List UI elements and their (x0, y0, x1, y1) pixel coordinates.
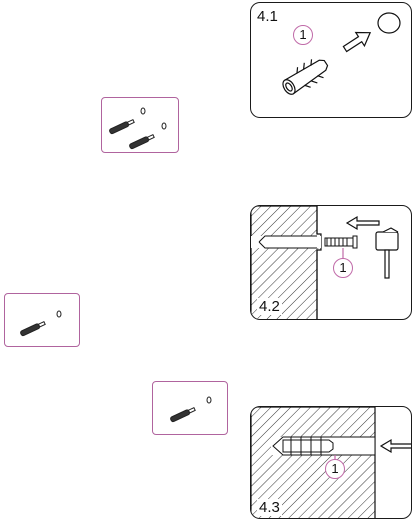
wall-plug-icon (109, 107, 167, 150)
step-4-1-panel: 4.1 1 (250, 2, 412, 118)
step-number: 4.1 (257, 8, 278, 25)
step-number: 4.2 (257, 298, 282, 315)
insert-dowel-illustration (282, 12, 401, 95)
step-4-3-panel: 4.3 1 (250, 406, 412, 519)
part-callout: 1 (325, 459, 345, 479)
step-4-2-panel: 4.2 1 (250, 205, 412, 320)
seated-dowel-illustration (251, 407, 411, 518)
wall-plug-icon (170, 396, 212, 423)
part-callout: 1 (333, 258, 353, 278)
wall-plug-icon (20, 310, 62, 337)
step-number: 4.3 (257, 499, 282, 516)
dowel-thumbnail-left (4, 293, 80, 347)
hammer-dowel-illustration (251, 206, 399, 319)
dowel-thumbnail-right (152, 381, 228, 435)
dowel-pair-thumbnail (101, 97, 179, 153)
part-callout: 1 (293, 25, 313, 45)
